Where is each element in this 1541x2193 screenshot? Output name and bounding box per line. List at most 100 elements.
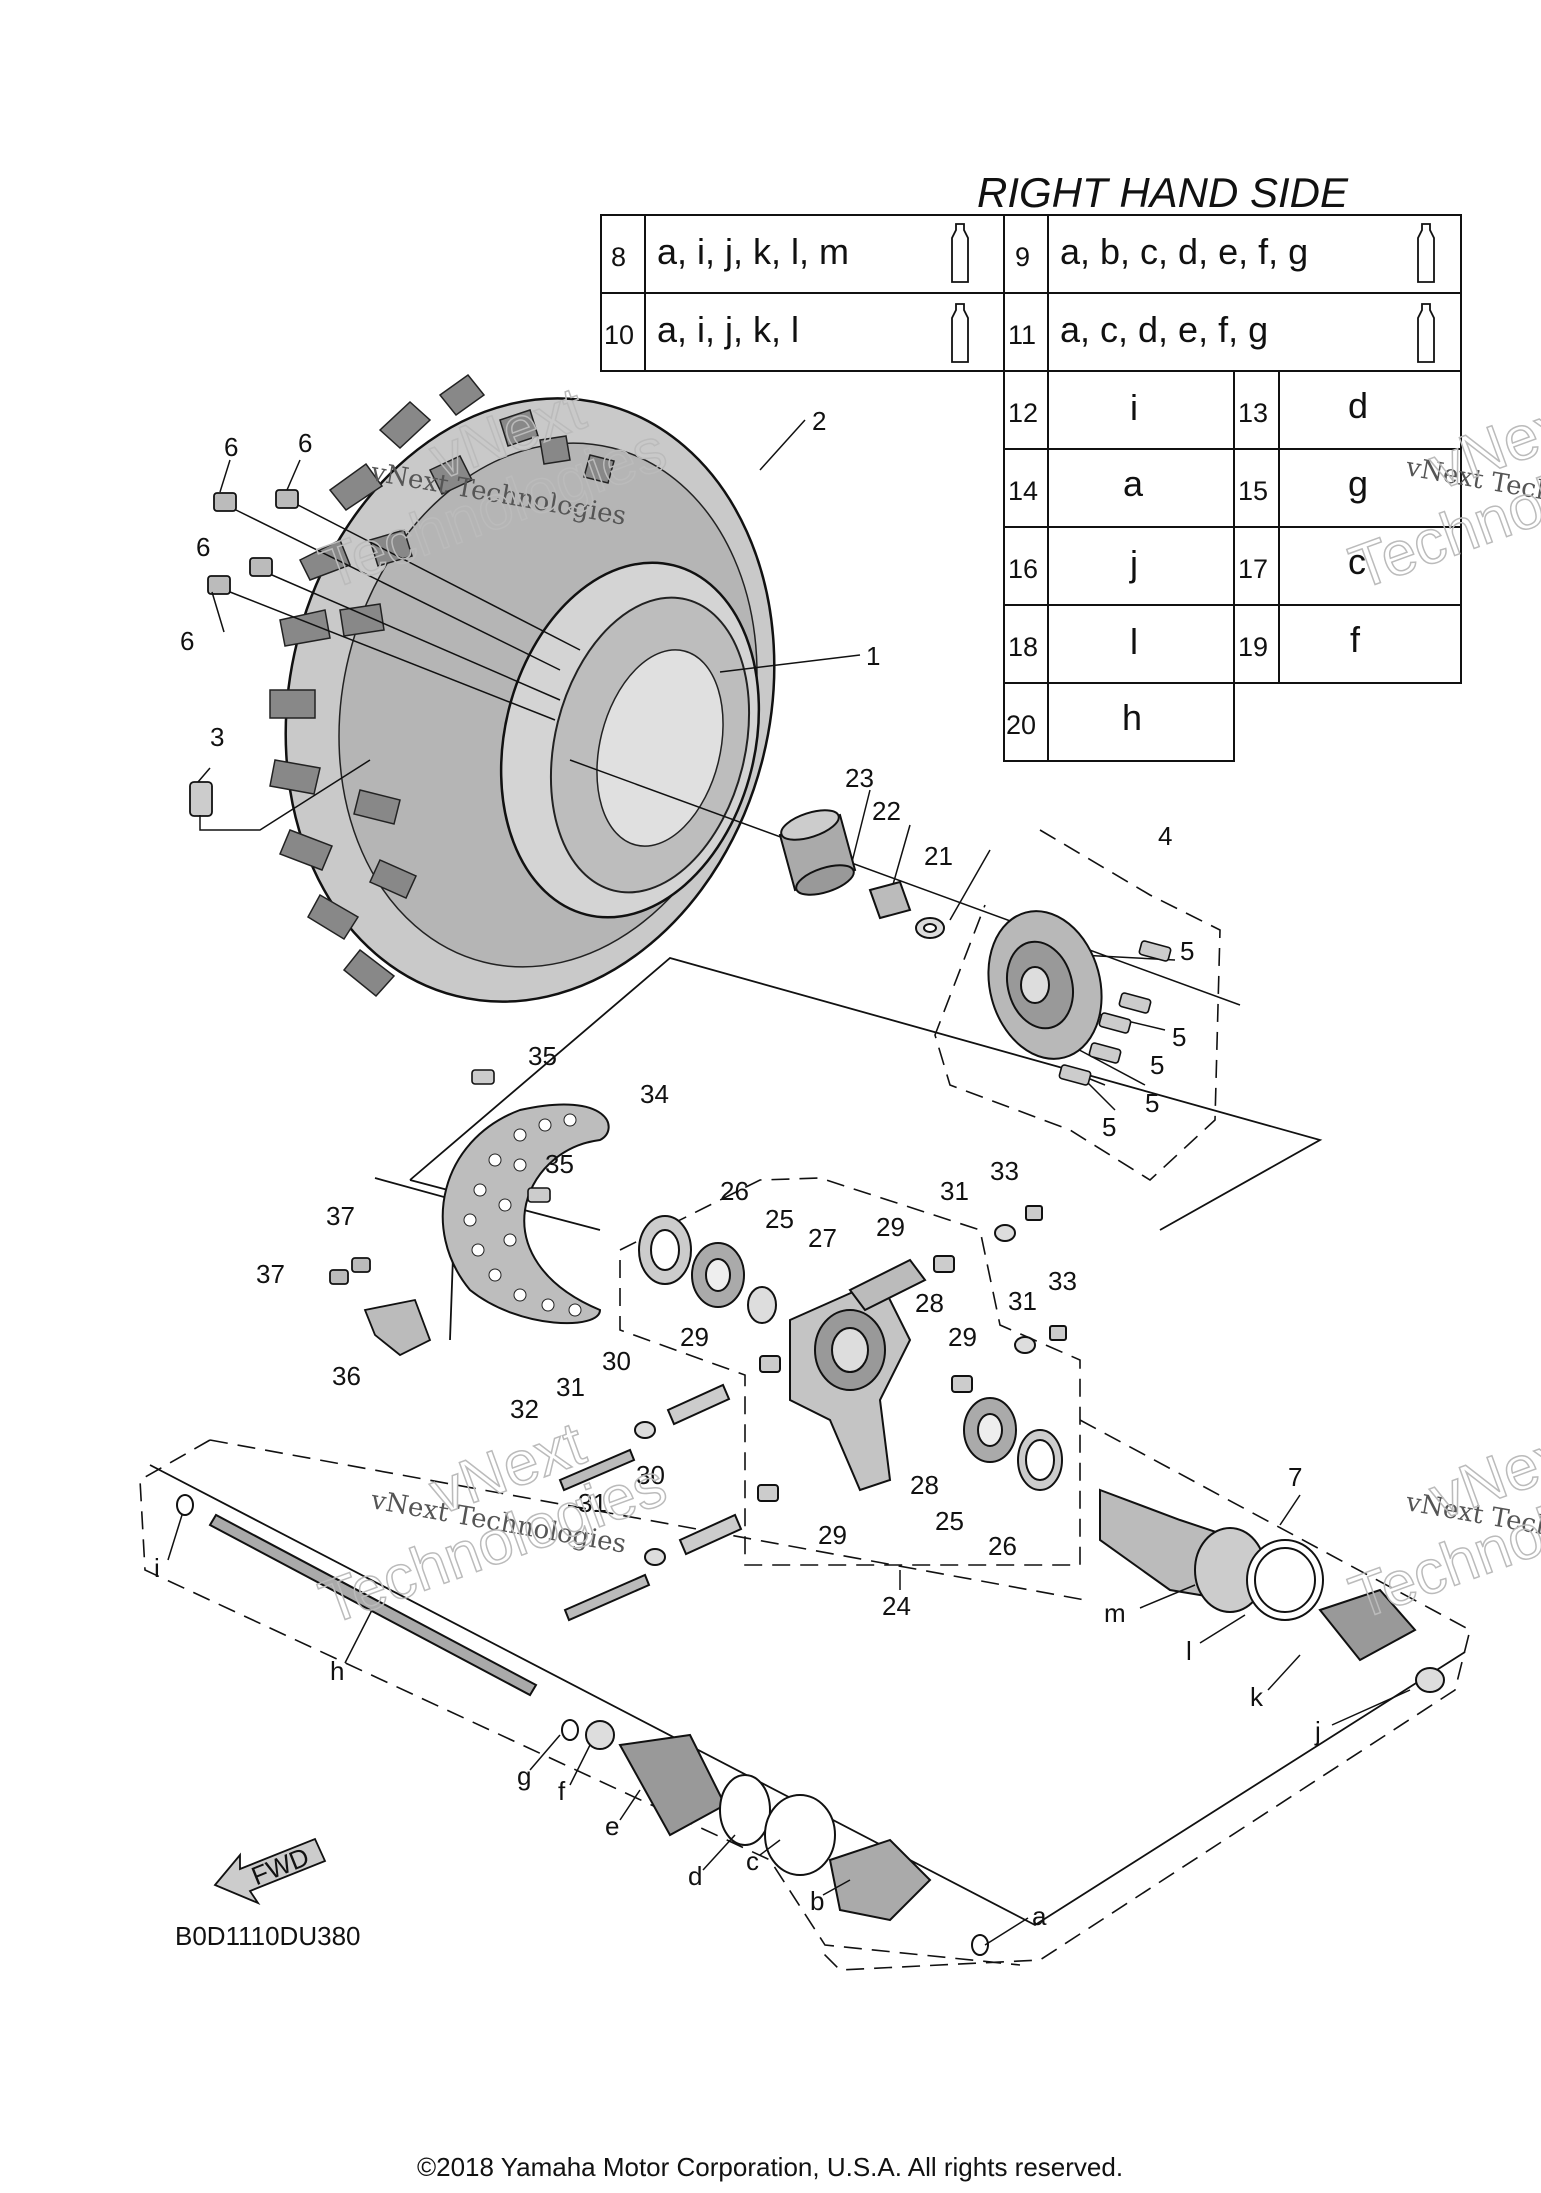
- callout-29: 29: [680, 1322, 709, 1352]
- callout-3: 3: [210, 722, 224, 752]
- single-part: i: [1130, 387, 1138, 428]
- callout-7: 7: [1288, 1462, 1302, 1492]
- kit-num: 10: [604, 320, 634, 350]
- knuckle: [558, 1205, 1067, 1622]
- callouts: 1 2 3 4 5 5 5 5 5 6 6 6 6 7 21 22 23 24 …: [154, 406, 1321, 1931]
- single-num: 14: [1008, 476, 1038, 506]
- single-part: a: [1123, 463, 1144, 504]
- callout-i: i: [154, 1553, 160, 1583]
- callout-5: 5: [1180, 936, 1194, 966]
- bracket-36: [329, 1257, 432, 1357]
- callout-28: 28: [915, 1288, 944, 1318]
- letter-leaders: [167, 1494, 1411, 1946]
- callout-23: 23: [845, 763, 874, 793]
- single-num: 16: [1008, 554, 1038, 584]
- solid-frames: [149, 957, 1466, 1927]
- callout-1: 1: [866, 641, 880, 671]
- hub-parts: [778, 809, 1103, 1060]
- single-part: h: [1122, 697, 1142, 738]
- callout-6: 6: [196, 532, 210, 562]
- kit-table-text: 8 a, i, j, k, l, m 9 a, b, c, d, e, f, g…: [604, 231, 1368, 740]
- single-num: 20: [1006, 710, 1036, 740]
- fwd-label: FWD: [247, 1841, 313, 1891]
- callout-30: 30: [636, 1460, 665, 1490]
- callout-25: 25: [935, 1506, 964, 1536]
- callout-2: 2: [812, 406, 826, 436]
- callout-36: 36: [332, 1361, 361, 1391]
- callout-34: 34: [640, 1079, 669, 1109]
- single-num: 19: [1238, 632, 1268, 662]
- callout-4: 4: [1158, 821, 1172, 851]
- fwd-arrow-icon: FWD: [213, 1837, 327, 1905]
- single-part: g: [1348, 463, 1368, 504]
- brake-disc: [441, 1103, 610, 1325]
- callout-31: 31: [578, 1488, 607, 1518]
- kit-parts: a, i, j, k, l, m: [657, 231, 849, 272]
- callout-26: 26: [720, 1176, 749, 1206]
- callout-32: 32: [510, 1394, 539, 1424]
- callout-5: 5: [1172, 1022, 1186, 1052]
- callout-35: 35: [528, 1041, 557, 1071]
- single-num: 13: [1238, 398, 1268, 428]
- assembly-frames: [139, 829, 1471, 1971]
- callout-m: m: [1104, 1598, 1126, 1628]
- single-part: f: [1350, 619, 1361, 660]
- leader-lines: [197, 419, 1241, 1111]
- callout-5: 5: [1102, 1112, 1116, 1142]
- single-num: 17: [1238, 554, 1268, 584]
- callout-35: 35: [545, 1149, 574, 1179]
- single-num: 12: [1008, 398, 1038, 428]
- single-part: c: [1348, 541, 1366, 582]
- kit-parts: a, c, d, e, f, g: [1060, 309, 1268, 350]
- callout-26: 26: [988, 1531, 1017, 1561]
- callout-l: l: [1186, 1636, 1192, 1666]
- callout-e: e: [605, 1811, 619, 1841]
- callout-25: 25: [765, 1204, 794, 1234]
- valve-bolt-icon: [189, 781, 213, 817]
- callout-24: 24: [882, 1591, 911, 1621]
- callout-37: 37: [256, 1259, 285, 1289]
- diagram-title: RIGHT HAND SIDE: [977, 169, 1349, 216]
- callout-6: 6: [224, 432, 238, 462]
- callout-f: f: [558, 1776, 566, 1806]
- callout-b: b: [810, 1886, 824, 1916]
- kit-num: 9: [1015, 242, 1030, 272]
- kit-parts: a, b, c, d, e, f, g: [1060, 231, 1308, 272]
- callout-5: 5: [1145, 1088, 1159, 1118]
- callout-33: 33: [990, 1156, 1019, 1186]
- kit-table: [600, 214, 1462, 762]
- grease-tube-icon: [951, 223, 1435, 363]
- copyright: ©2018 Yamaha Motor Corporation, U.S.A. A…: [417, 2152, 1123, 2182]
- callout-j: j: [1314, 1716, 1321, 1746]
- callout-28: 28: [910, 1470, 939, 1500]
- callout-22: 22: [872, 796, 901, 826]
- kit-num: 11: [1008, 320, 1036, 350]
- callout-31: 31: [940, 1176, 969, 1206]
- callout-21: 21: [924, 841, 953, 871]
- callout-6: 6: [298, 428, 312, 458]
- callout-6: 6: [180, 626, 194, 656]
- callout-29: 29: [948, 1322, 977, 1352]
- single-num: 15: [1238, 476, 1268, 506]
- kit-num: 8: [611, 242, 626, 272]
- callout-33: 33: [1048, 1266, 1077, 1296]
- single-num: 18: [1008, 632, 1038, 662]
- callout-a: a: [1032, 1901, 1047, 1931]
- callout-d: d: [688, 1861, 702, 1891]
- callout-30: 30: [602, 1346, 631, 1376]
- lug-nut-icon: [207, 489, 299, 595]
- single-part: l: [1130, 621, 1138, 662]
- kit-parts: a, i, j, k, l: [657, 309, 799, 350]
- callout-29: 29: [818, 1520, 847, 1550]
- callout-37: 37: [326, 1201, 355, 1231]
- callout-g: g: [517, 1761, 531, 1791]
- disc-bolt-icon: [471, 1069, 551, 1203]
- callout-c: c: [746, 1846, 759, 1876]
- drive-shaft: [176, 1488, 1445, 1956]
- callout-31: 31: [556, 1372, 585, 1402]
- tire: [269, 373, 776, 1003]
- callout-k: k: [1250, 1682, 1264, 1712]
- callout-27: 27: [808, 1223, 837, 1253]
- callout-31: 31: [1008, 1286, 1037, 1316]
